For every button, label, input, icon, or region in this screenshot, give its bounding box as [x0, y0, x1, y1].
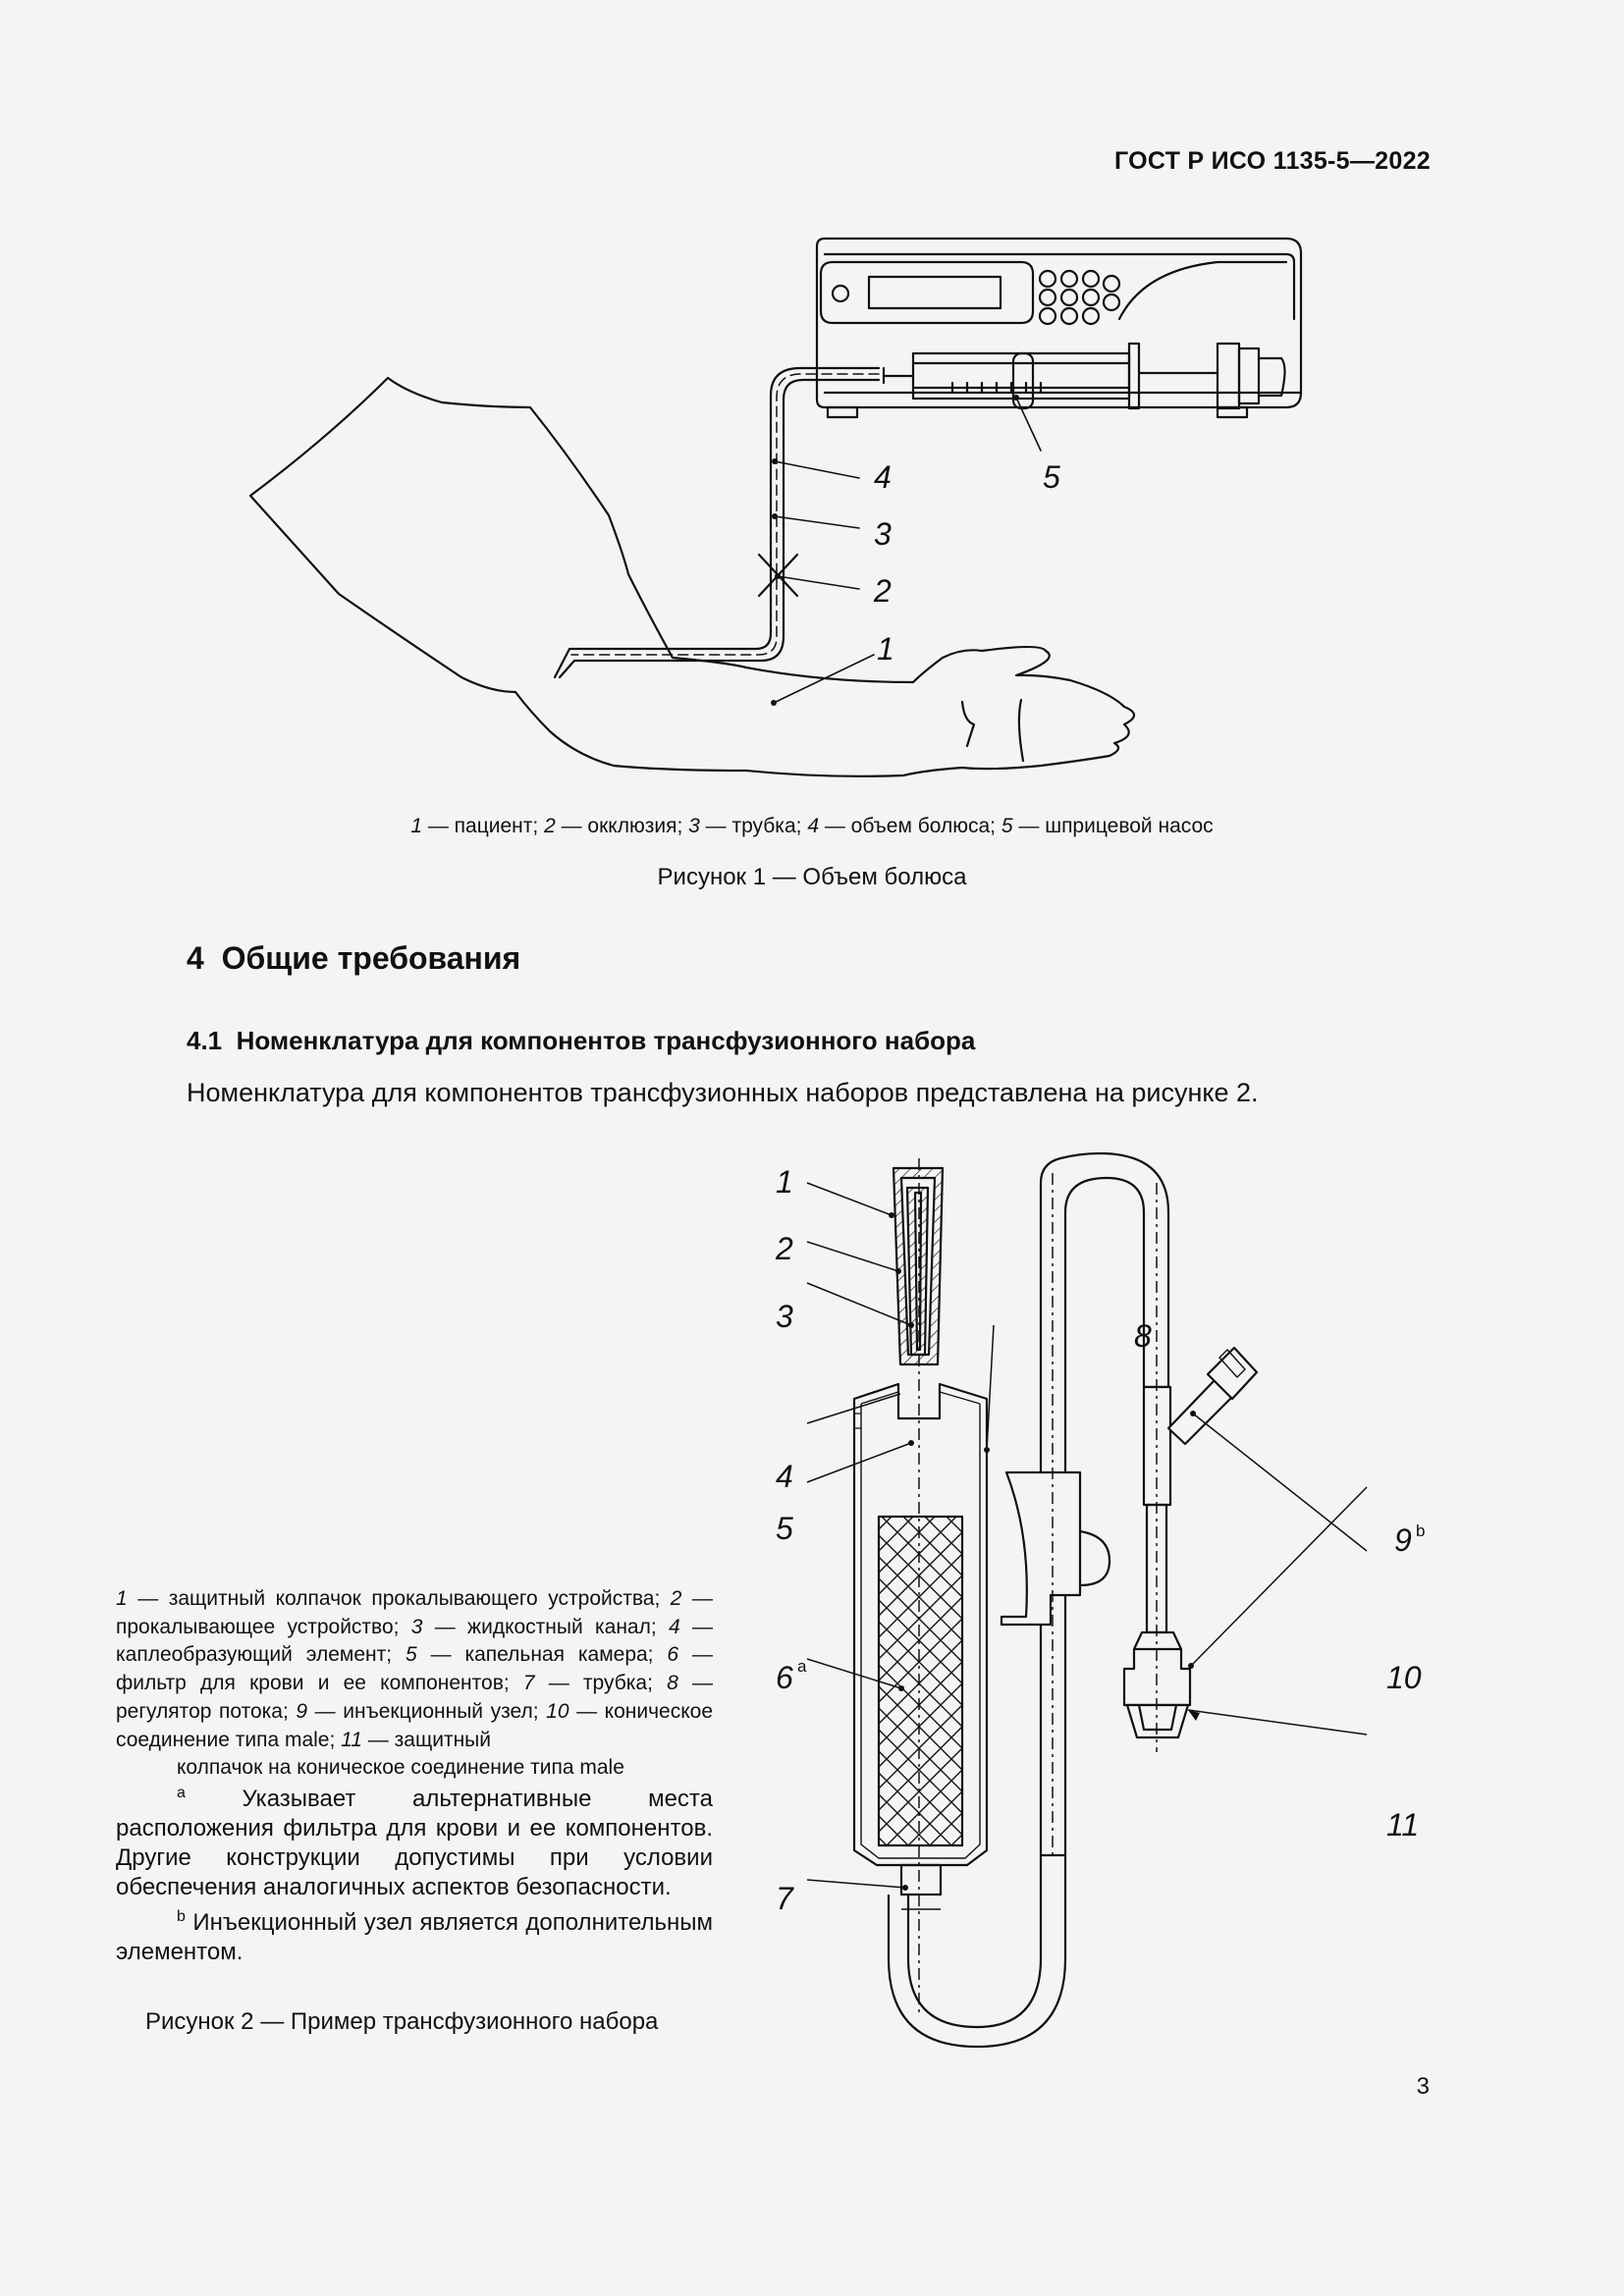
legend-text: — инъекционный узел;: [307, 1699, 547, 1723]
legend-text: — пациент;: [422, 815, 545, 837]
fig1-label-1: 1: [877, 631, 894, 667]
fig2-sup-a: a: [797, 1657, 807, 1676]
legend-num: 2: [544, 815, 556, 837]
legend-num: 10: [546, 1699, 569, 1723]
fig2-label-10: 10: [1386, 1660, 1422, 1695]
note-b-marker: b: [177, 1908, 186, 1925]
legend-text: — трубка;: [534, 1672, 668, 1695]
legend-num: 5: [405, 1643, 417, 1667]
legend-text: — регулятор потока;: [116, 1672, 713, 1723]
legend-text: — фильтр для крови и ее компонентов;: [116, 1643, 713, 1695]
section-heading: 4 Общие требования: [187, 940, 521, 976]
note-a: a Указывает альтернативные места располо…: [116, 1779, 713, 1902]
luer-protective-cap: [1125, 1703, 1190, 1739]
drip-chamber: [852, 1382, 989, 1867]
legend-text: — окклюзия;: [555, 815, 689, 837]
flow-regulator: [1000, 1470, 1082, 1627]
document-code: ГОСТ Р ИСО 1135-5—2022: [1113, 147, 1431, 175]
legend-num: 11: [341, 1728, 362, 1751]
syringe-pump-body: [815, 237, 1303, 409]
legend-num: 4: [669, 1615, 680, 1638]
note-b-text: Инъекционный узел является дополнительны…: [116, 1909, 714, 1965]
legend-text: — коническое соединение типа male;: [116, 1699, 714, 1751]
subsection-heading: 4.1 Номенклатура для компонентов трансфу…: [187, 1026, 976, 1055]
note-a-marker: a: [177, 1785, 186, 1801]
legend-text: — объем болюса;: [819, 815, 1001, 837]
fig2-label-11: 11: [1386, 1807, 1419, 1842]
fig2-label-9: 9: [1394, 1522, 1412, 1558]
fig2-label-3: 3: [776, 1299, 793, 1334]
figure-1-caption: Рисунок 1 — Объем болюса: [657, 864, 967, 890]
fig2-label-6: 6: [776, 1660, 793, 1695]
legend-num: 1: [410, 815, 423, 837]
note-a-text: Указывает альтернативные места расположе…: [116, 1786, 714, 1900]
fig2-label-1: 1: [776, 1164, 793, 1200]
fig2-label-2: 2: [775, 1231, 793, 1266]
fig1-label-2: 2: [873, 573, 892, 609]
fig2-label-5: 5: [776, 1511, 793, 1546]
legend-num: 3: [410, 1615, 423, 1638]
legend-num: 3: [688, 815, 700, 837]
legend-last-line: колпачок на коническое соединение типа m…: [177, 1756, 624, 1780]
note-b: b Инъекционный узел является дополнитель…: [116, 1902, 713, 1967]
legend-num: 4: [807, 815, 819, 837]
legend-text: — жидкостный канал;: [422, 1615, 669, 1638]
page-number: 3: [1416, 2073, 1430, 2100]
legend-text: — капельная камера;: [416, 1643, 668, 1667]
legend-text: — каплеобразующий элемент;: [116, 1615, 713, 1667]
figure-2-caption: Рисунок 2 — Пример трансфузионного набор…: [145, 2008, 659, 2035]
fig1-label-4: 4: [874, 459, 892, 495]
blood-filter: [877, 1515, 964, 1847]
legend-num: 5: [1001, 815, 1013, 837]
legend-num: 8: [667, 1672, 678, 1695]
patient-arm: [248, 376, 1136, 777]
figure-2-legend: 1 — защитный колпачок прокалывающего уст…: [116, 1585, 713, 1783]
pump-display: [867, 275, 1002, 310]
legend-num: 7: [522, 1672, 535, 1695]
fig2-label-4: 4: [776, 1459, 793, 1494]
figure-1-bolus-volume: 4 5 3 2 1: [248, 237, 1303, 777]
legend-num: 9: [296, 1699, 308, 1723]
legend-text: — трубка;: [699, 815, 808, 837]
fig1-label-3: 3: [874, 516, 892, 552]
figure-1-legend: 1 — пациент; 2 — окклюзия; 3 — трубка; 4…: [196, 815, 1428, 838]
fig1-label-5: 5: [1043, 459, 1060, 495]
fig2-sup-b: b: [1416, 1522, 1425, 1540]
fig2-label-8: 8: [1134, 1318, 1152, 1354]
body-paragraph: Номенклатура для компонентов трансфузион…: [187, 1078, 1259, 1107]
figure-2-notes: a Указывает альтернативные места располо…: [116, 1779, 713, 1967]
legend-num: 6: [667, 1643, 679, 1667]
legend-num: 1: [116, 1587, 128, 1610]
legend-text: — защитный: [361, 1728, 491, 1751]
legend-text: — шприцевой насос: [1012, 815, 1214, 837]
legend-text: — защитный колпачок прокалывающего устро…: [127, 1587, 671, 1610]
tube: [553, 366, 881, 679]
legend-text: — прокалывающее устройство;: [116, 1587, 713, 1638]
tube: [887, 1853, 1067, 2049]
figure-2-transfusion-set: 1 2 3 8 4 5 9 10 6 11 7 b a: [775, 1151, 1425, 2049]
legend-num: 2: [670, 1587, 682, 1610]
fig2-label-7: 7: [776, 1881, 794, 1916]
